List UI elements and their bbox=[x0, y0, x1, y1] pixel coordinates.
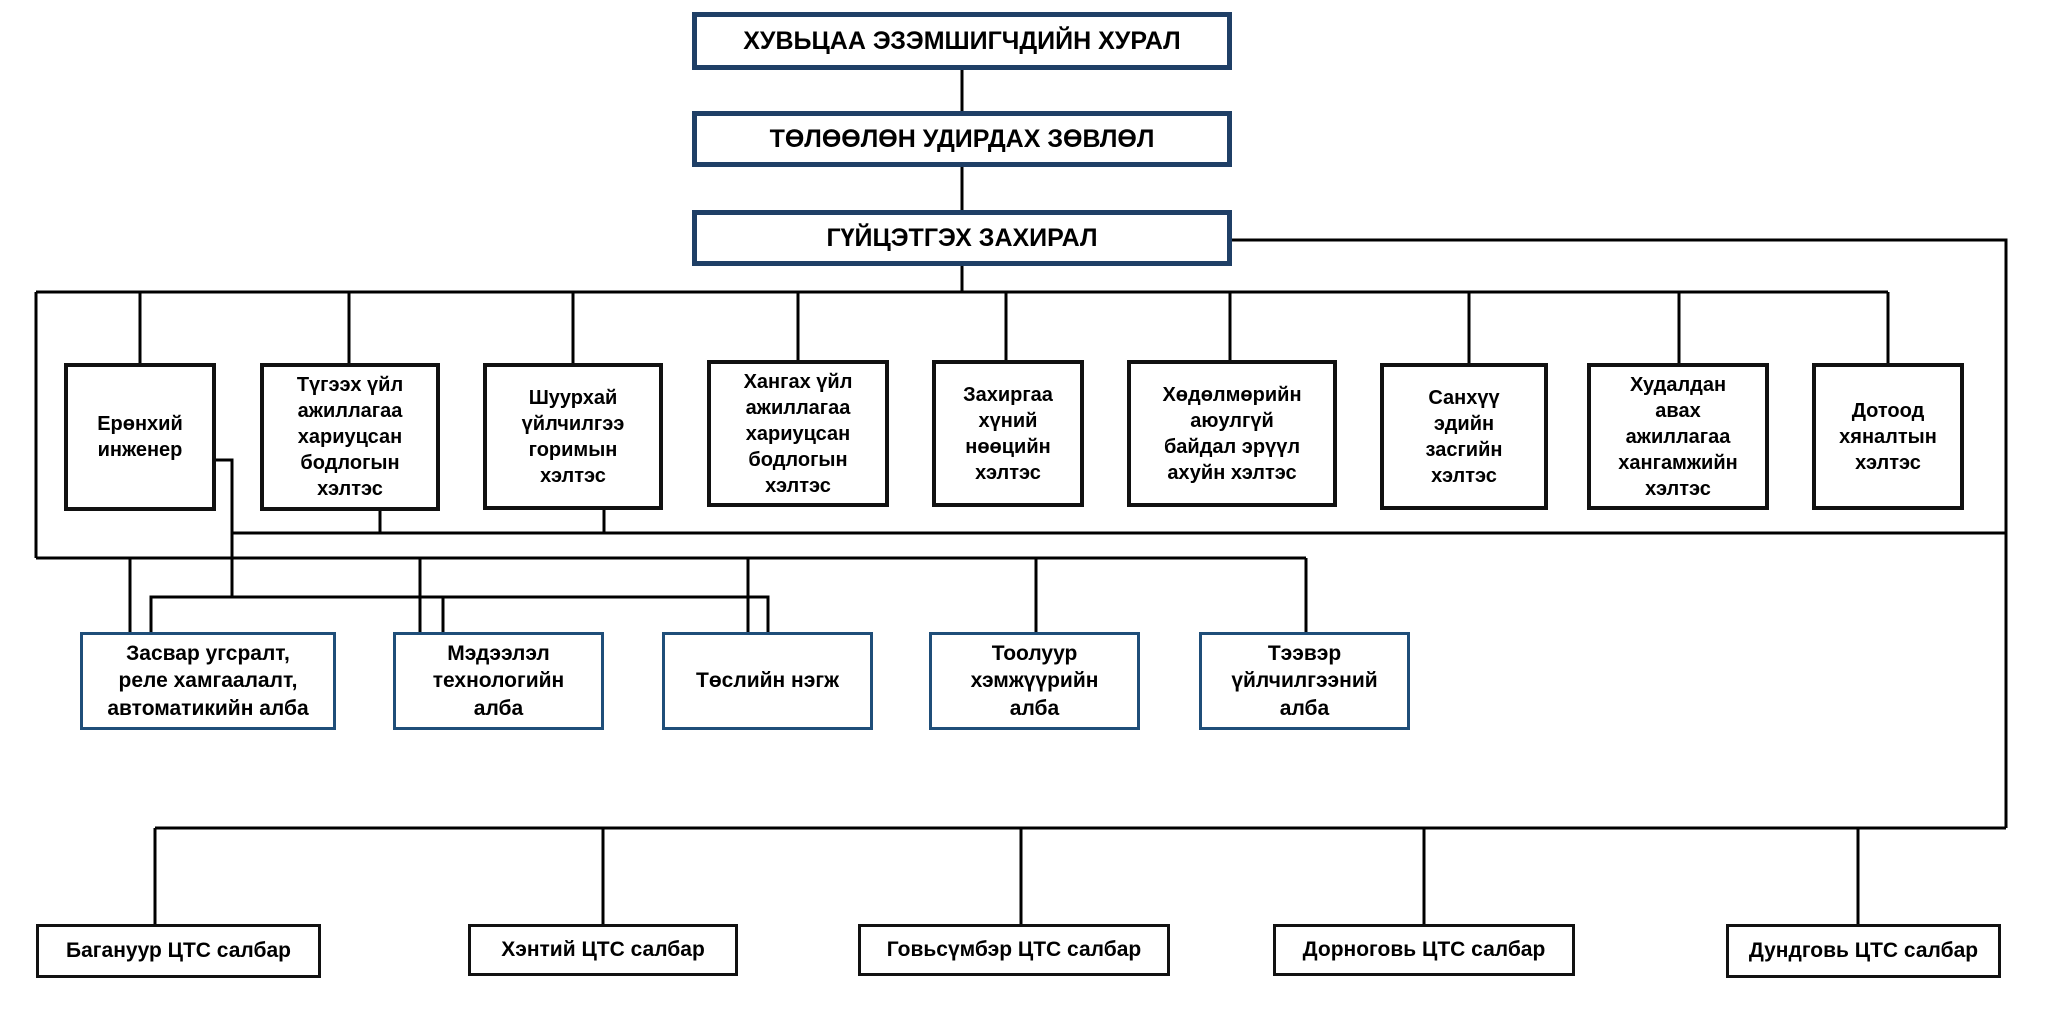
department-box: Захиргаа хүний нөөцийн хэлтэс bbox=[932, 360, 1084, 507]
unit-box: Төслийн нэгж bbox=[662, 632, 873, 730]
shareholders-meeting-box: ХУВЬЦАА ЭЗЭМШИГЧДИЙН ХУРАЛ bbox=[692, 12, 1232, 70]
unit-box: Засвар угсралт, реле хамгаалалт, автомат… bbox=[80, 632, 336, 730]
department-box: Түгээх үйл ажиллагаа хариуцсан бодлогын … bbox=[260, 363, 440, 511]
unit-box: Мэдээлэл технологийн алба bbox=[393, 632, 604, 730]
branch-box: Хэнтий ЦТС салбар bbox=[468, 924, 738, 976]
department-box: Хангах үйл ажиллагаа хариуцсан бодлогын … bbox=[707, 360, 889, 507]
branch-box: Дундговь ЦТС салбар bbox=[1726, 924, 2001, 978]
department-box: Дотоод хяналтын хэлтэс bbox=[1812, 363, 1964, 510]
connector bbox=[216, 458, 234, 597]
department-box: Санхүү эдийн засгийн хэлтэс bbox=[1380, 363, 1548, 510]
unit-box: Тээвэр үйлчилгээний алба bbox=[1199, 632, 1410, 730]
department-box: Хөдөлмөрийн аюулгүй байдал эрүүл ахуйн х… bbox=[1127, 360, 1337, 507]
branch-box: Багануур ЦТС салбар bbox=[36, 924, 321, 978]
unit-box: Тоолуур хэмжүүрийн алба bbox=[929, 632, 1140, 730]
connector bbox=[1232, 238, 2008, 828]
department-box: Худалдан авах ажиллагаа хангамжийн хэлтэ… bbox=[1587, 363, 1769, 510]
board-of-directors-box: ТӨЛӨӨЛӨН УДИРДАХ ЗӨВЛӨЛ bbox=[692, 111, 1232, 167]
department-box: Ерөнхий инженер bbox=[64, 363, 216, 511]
connector bbox=[149, 595, 770, 632]
branch-box: Дорноговь ЦТС салбар bbox=[1273, 924, 1575, 976]
ceo-box: ГҮЙЦЭТГЭХ ЗАХИРАЛ bbox=[692, 210, 1232, 266]
branch-box: Говьсүмбэр ЦТС салбар bbox=[858, 924, 1170, 976]
department-box: Шуурхай үйлчилгээ горимын хэлтэс bbox=[483, 363, 663, 510]
